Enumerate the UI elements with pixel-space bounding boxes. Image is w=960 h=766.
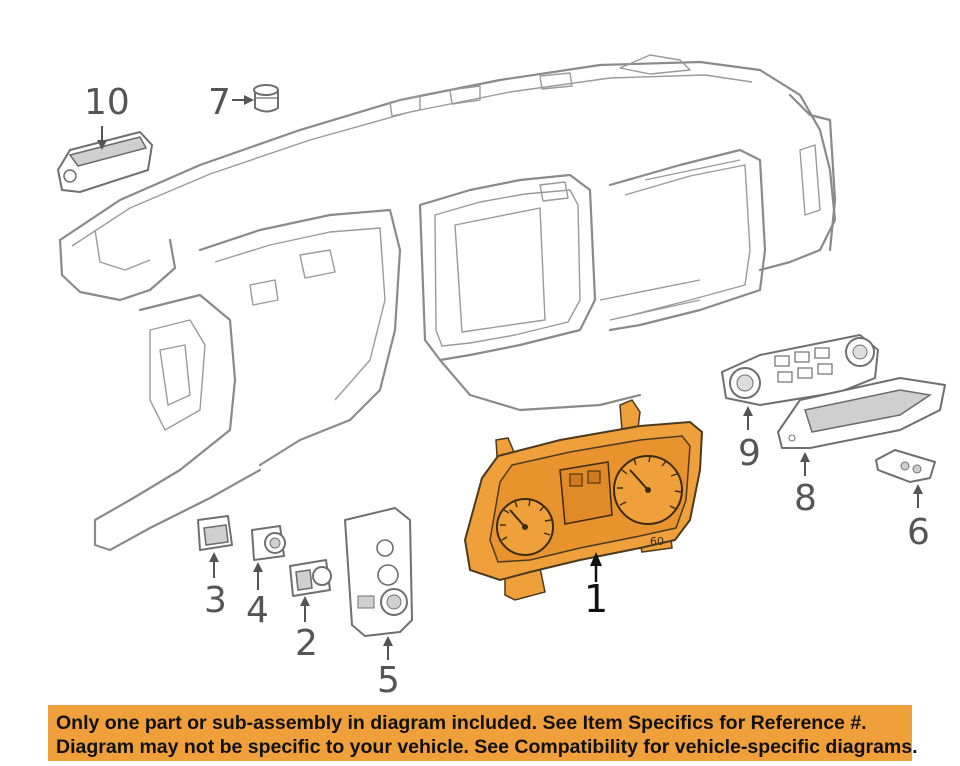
part-2-switch	[289, 559, 332, 597]
disclaimer-line-1: Only one part or sub-assembly in diagram…	[56, 712, 867, 734]
callout-1: 1	[584, 577, 608, 621]
callout-2: 2	[295, 623, 318, 664]
callout-labels: 10 7 3 4 2 5 9 8 6 1	[84, 82, 930, 701]
part-3-switch	[197, 515, 233, 551]
callout-3: 3	[204, 580, 227, 621]
part-9-hvac-control	[721, 334, 879, 406]
part-8-bezel	[777, 377, 946, 449]
part-4-switch	[251, 525, 286, 561]
callout-10: 10	[84, 82, 130, 123]
part-5-panel	[344, 507, 413, 637]
instrument-panel-drawing	[58, 54, 837, 552]
callout-8: 8	[794, 478, 817, 519]
disclaimer-line-2: Diagram may not be specific to your vehi…	[56, 736, 918, 758]
callout-5: 5	[377, 660, 400, 701]
cluster-mounting-tab	[619, 399, 641, 431]
leader-lines	[97, 95, 923, 660]
cluster-center-display	[559, 461, 613, 525]
part-1-instrument-cluster: 60	[463, 399, 704, 601]
callout-6: 6	[907, 512, 930, 553]
part-10-switch	[57, 131, 153, 193]
callout-4: 4	[246, 590, 269, 631]
cluster-gauge-marking: 60	[650, 535, 664, 548]
disclaimer-banner: Only one part or sub-assembly in diagram…	[48, 705, 918, 761]
part-6-switch	[875, 449, 936, 483]
part-7-knob	[253, 84, 279, 113]
callout-9: 9	[738, 433, 761, 474]
callout-7: 7	[208, 82, 231, 123]
